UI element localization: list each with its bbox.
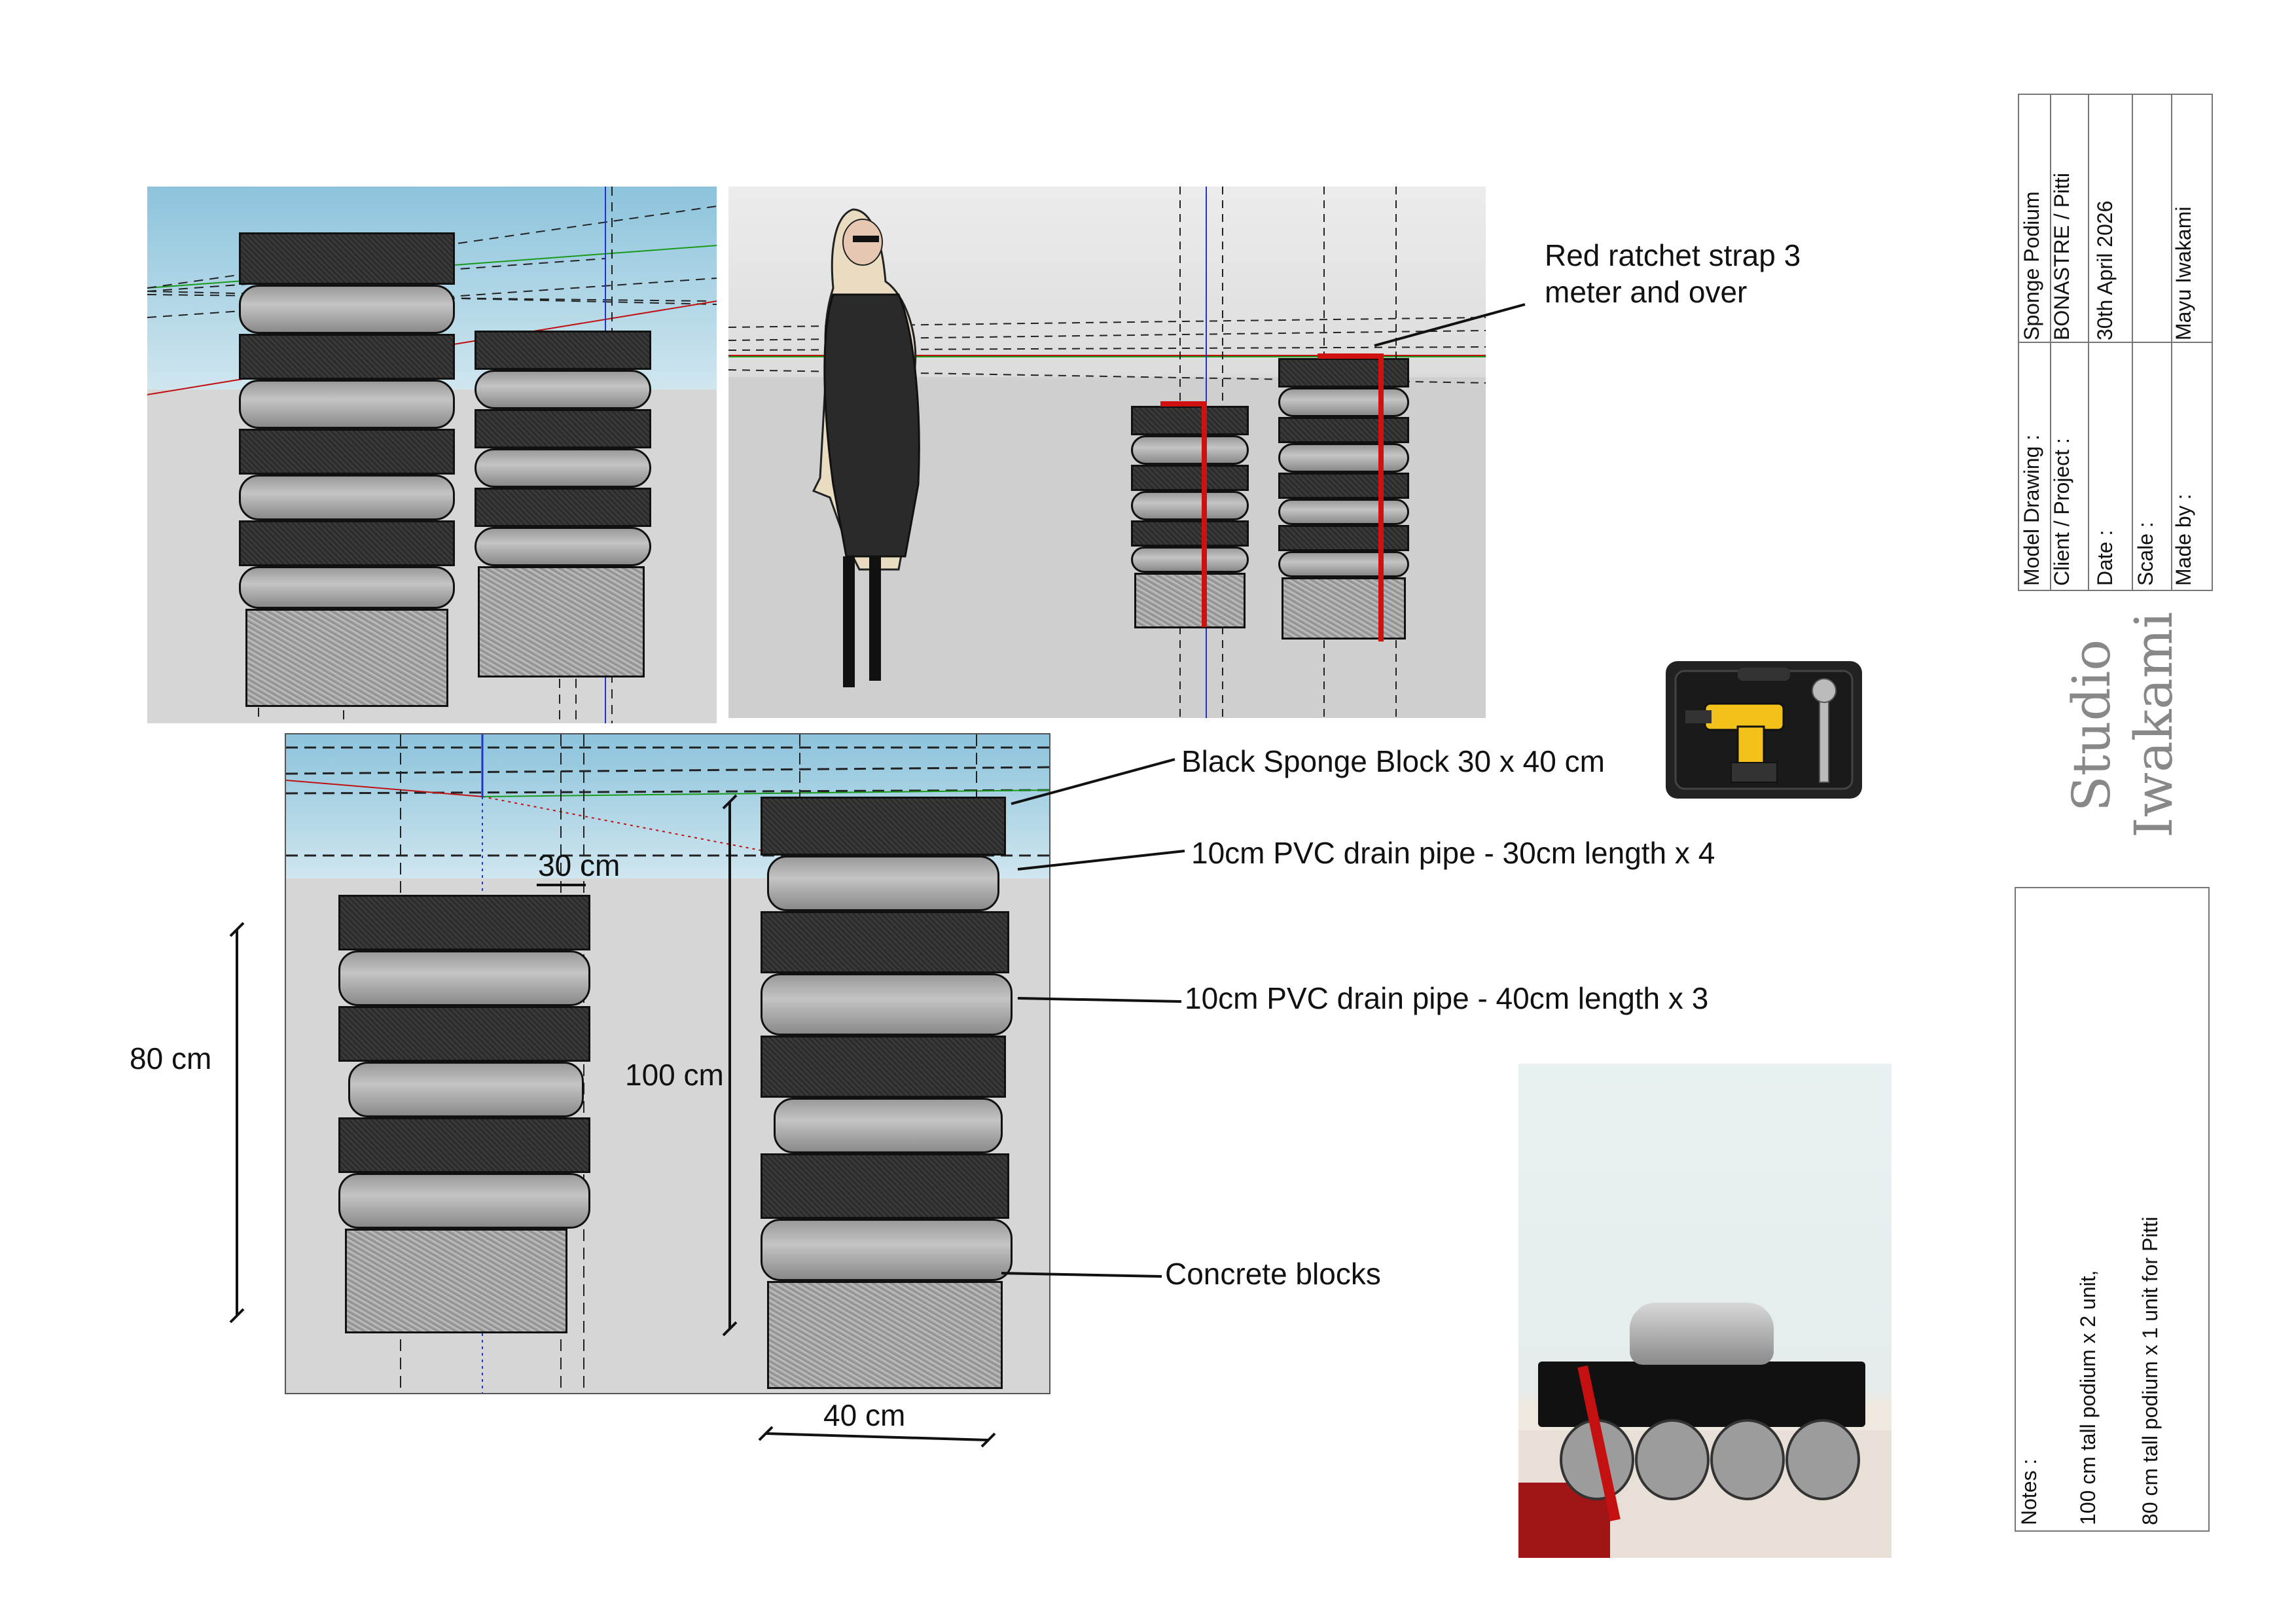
- pipe-short-label: 10cm PVC drain pipe - 30cm length x 4: [1191, 836, 1715, 870]
- strap-label-line-2: meter and over: [1545, 275, 1748, 309]
- drill-and-wrench-case: [1666, 661, 1862, 799]
- notes-line-2: 80 cm tall podium x 1 unit for Pitti: [2138, 1216, 2162, 1525]
- title-block-grid: [2018, 94, 2213, 591]
- studio-logo-line-2: Iwakami: [2123, 611, 2184, 838]
- drill-icon: [1674, 668, 1854, 790]
- person-figure: [812, 208, 920, 687]
- model-drawing-label: Model Drawing :: [2020, 434, 2043, 586]
- scale-label: Scale :: [2134, 522, 2157, 586]
- made-by-label: Made by :: [2172, 494, 2195, 586]
- front-elevation-view: [285, 733, 1050, 1394]
- notes-line-1: 100 cm tall podium x 2 unit,: [2076, 1270, 2100, 1525]
- render-view-top-left: [147, 187, 717, 723]
- model-drawing-value: Sponge Podium: [2020, 191, 2043, 340]
- notes-label: Notes :: [2017, 1458, 2041, 1525]
- client-label: Client / Project :: [2050, 438, 2073, 586]
- studio-logo-line-1: Studio: [2061, 639, 2122, 812]
- render-view-with-figure: [728, 187, 1486, 718]
- strap-label-line-1: Red ratchet strap 3: [1545, 238, 1801, 272]
- pipe-long-label: 10cm PVC drain pipe - 40cm length x 3: [1185, 981, 1709, 1015]
- notes-box: [2015, 887, 2210, 1532]
- date-label: Date :: [2093, 530, 2117, 586]
- client-value: BONASTRE / Pitti: [2050, 172, 2073, 340]
- concrete-label: Concrete blocks: [1165, 1257, 1381, 1291]
- date-value: 30th April 2026: [2093, 200, 2117, 341]
- dim-100cm: 100 cm: [625, 1058, 724, 1092]
- dim-30cm: 30 cm: [538, 848, 620, 882]
- ratchet-strap: [1160, 401, 1206, 406]
- prototype-photo: [1518, 1064, 1892, 1558]
- dim-40cm: 40 cm: [823, 1398, 906, 1432]
- dim-80cm: 80 cm: [130, 1041, 212, 1075]
- made-by-value: Mayu Iwakami: [2172, 206, 2195, 341]
- sponge-block-label: Black Sponge Block 30 x 40 cm: [1181, 744, 1605, 778]
